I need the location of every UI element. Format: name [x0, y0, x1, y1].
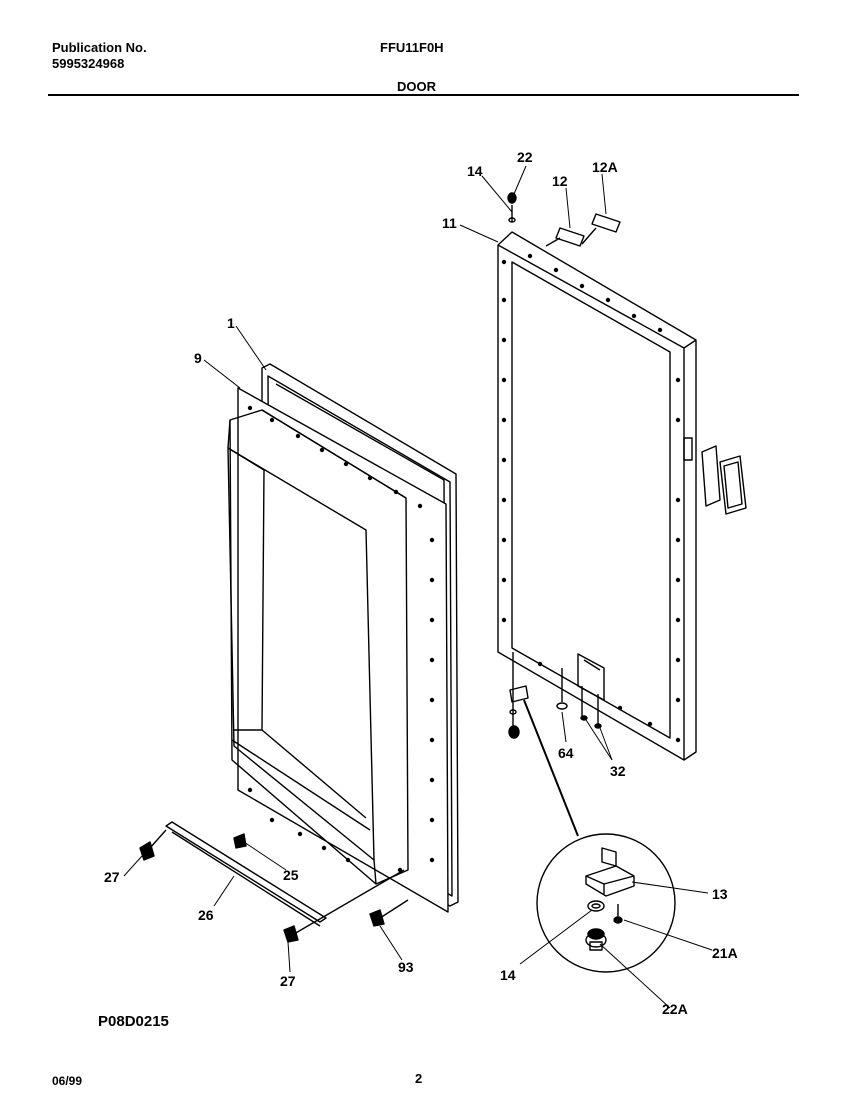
callout-12: 12 — [552, 173, 568, 189]
callout-27-left: 27 — [104, 869, 120, 885]
publication-number: 5995324968 — [52, 56, 125, 71]
callout-21a: 21A — [712, 945, 738, 961]
callout-14-detail: 14 — [500, 967, 516, 983]
section-title: DOOR — [397, 79, 436, 94]
label-plates — [545, 213, 621, 247]
door-handle-brackets — [701, 445, 747, 515]
callout-25: 25 — [283, 867, 299, 883]
detail-magnifier — [523, 699, 676, 973]
callout-12a: 12A — [592, 159, 618, 175]
callout-9: 9 — [194, 350, 202, 366]
publication-label: Publication No. — [52, 40, 147, 55]
callout-26: 26 — [198, 907, 214, 923]
top-screw — [507, 192, 517, 223]
callout-22a: 22A — [662, 1001, 688, 1017]
callout-27-bottom: 27 — [280, 973, 296, 989]
model-number: FFU11F0H — [380, 40, 444, 55]
callout-93: 93 — [398, 959, 414, 975]
door-liner — [227, 387, 449, 913]
callout-1: 1 — [227, 315, 235, 331]
callout-32: 32 — [610, 763, 626, 779]
callout-14-top: 14 — [467, 163, 483, 179]
callout-64: 64 — [558, 745, 574, 761]
callout-22: 22 — [517, 149, 533, 165]
callout-11: 11 — [442, 215, 457, 231]
revision-date: 06/99 — [52, 1074, 83, 1088]
leader-lines — [123, 165, 713, 1009]
screw-holes — [247, 253, 681, 873]
drawing-id: P08D0215 — [98, 1013, 169, 1030]
page-number: 2 — [415, 1071, 423, 1086]
bottom-trim-and-screws — [139, 821, 409, 943]
header-rule — [48, 94, 799, 96]
outer-door-panel — [497, 231, 697, 761]
callout-13: 13 — [712, 886, 728, 902]
bottom-hinge-hardware — [508, 652, 602, 739]
